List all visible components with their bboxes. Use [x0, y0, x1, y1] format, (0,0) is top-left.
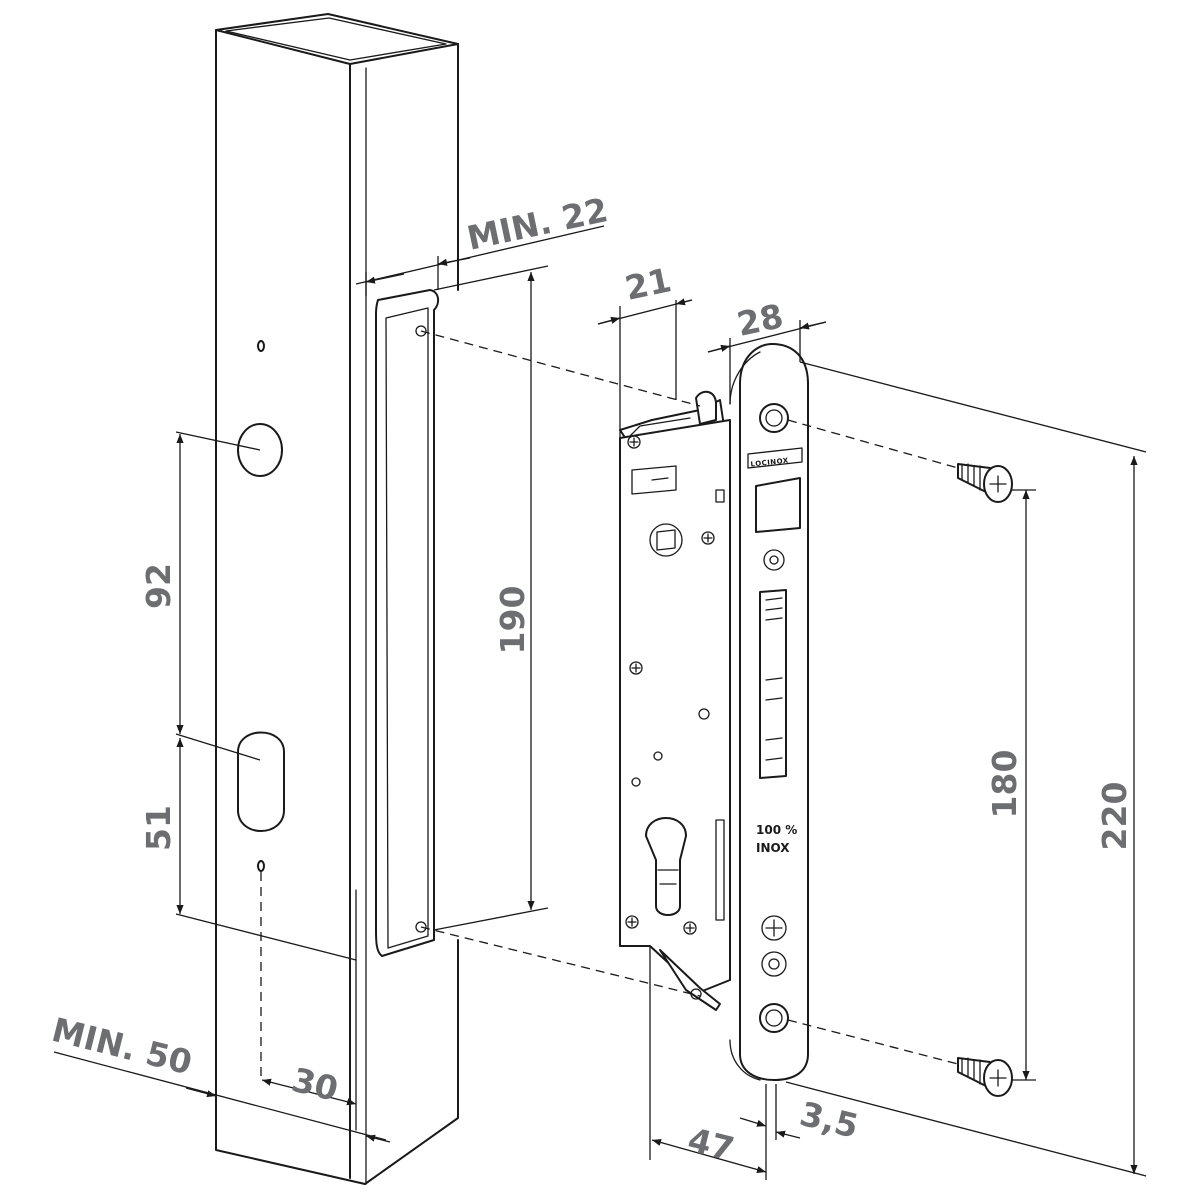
dimension-30: 30: [261, 1060, 357, 1109]
alignment-lines: [260, 330, 959, 1080]
handle-hole: [237, 423, 283, 477]
svg-text:MIN. 50: MIN. 50: [48, 1010, 196, 1082]
svg-text:190: 190: [493, 586, 532, 655]
profile-holes: [237, 340, 285, 872]
dimension-28: 28: [707, 296, 827, 404]
svg-text:47: 47: [684, 1120, 738, 1169]
dimension-21: 21: [597, 260, 693, 438]
dimension-92: 92: [139, 431, 261, 761]
lock-body: [619, 390, 731, 1011]
svg-text:30: 30: [288, 1060, 342, 1109]
dimension-51: 51: [139, 738, 357, 961]
screw-top: [957, 463, 1013, 503]
profile-slot: [375, 289, 440, 957]
screw-bottom: [957, 1057, 1013, 1097]
dimension-3-5: 3,5: [739, 1084, 862, 1146]
faceplate: LOCINOX 100 % INOX: [729, 343, 809, 1081]
brand-mark: LOCINOX: [750, 457, 789, 469]
material-mark-line-2: INOX: [756, 841, 790, 855]
svg-text:51: 51: [139, 805, 178, 851]
svg-text:21: 21: [622, 260, 675, 308]
svg-text:MIN. 22: MIN. 22: [464, 190, 612, 258]
dimension-190: 190: [433, 265, 549, 931]
cylinder-slot: [237, 731, 285, 832]
material-mark-line-1: 100 %: [756, 823, 797, 837]
svg-text:220: 220: [1095, 782, 1134, 851]
gate-profile: [215, 13, 459, 1185]
svg-text:3,5: 3,5: [796, 1094, 862, 1146]
svg-text:180: 180: [985, 750, 1024, 819]
svg-text:92: 92: [139, 563, 178, 609]
svg-text:28: 28: [734, 296, 787, 344]
dimension-180: 180: [985, 489, 1036, 1081]
dimension-220: 220: [785, 361, 1147, 1177]
